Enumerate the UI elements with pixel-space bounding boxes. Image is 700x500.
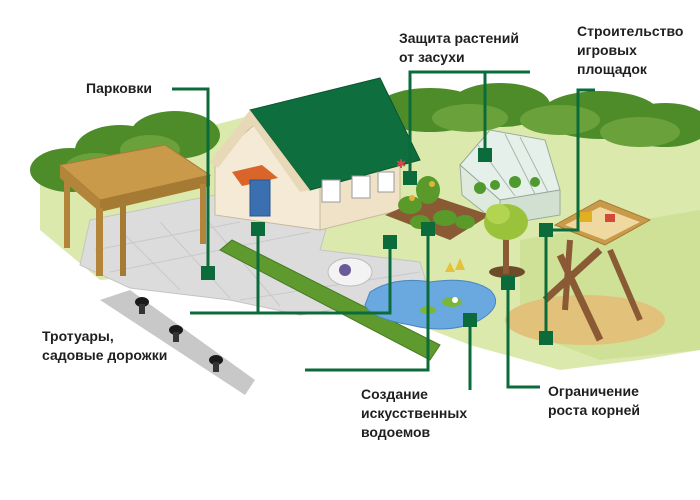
house: ✱ (210, 78, 420, 230)
marker-playground-2 (539, 331, 553, 345)
label-roots-line-2: роста корней (548, 401, 640, 420)
window (352, 176, 370, 198)
label-parking: Парковки (86, 79, 152, 98)
label-playground-line-3: площадок (577, 60, 683, 79)
label-ponds-line-2: искусственных (361, 404, 467, 423)
marker-drought (403, 171, 417, 185)
label-roots-line-1: Ограничение (548, 382, 640, 401)
label-parking-line: Парковки (86, 79, 152, 98)
marker-paths (251, 222, 265, 236)
marker-paths-2 (383, 235, 397, 249)
label-drought-line-1: Защита растений (399, 29, 519, 48)
label-roots: Ограничение роста корней (548, 382, 640, 420)
marker-drought-2 (478, 148, 492, 162)
label-ponds-line-1: Создание (361, 385, 467, 404)
label-paths: Тротуары, садовые дорожки (42, 327, 167, 365)
marker-drought-3 (421, 222, 435, 236)
window (322, 180, 340, 202)
marker-parking (201, 266, 215, 280)
label-paths-line-2: садовые дорожки (42, 346, 167, 365)
marker-ponds (463, 313, 477, 327)
label-playground: Строительство игровых площадок (577, 22, 683, 79)
window (378, 172, 394, 192)
label-drought-line-2: от засухи (399, 48, 519, 67)
marker-roots (501, 276, 515, 290)
plant-bag (328, 258, 372, 286)
door (250, 180, 270, 216)
label-ponds-line-3: водоемов (361, 423, 467, 442)
label-paths-line-1: Тротуары, (42, 327, 167, 346)
flower-mark: ✱ (396, 157, 406, 171)
label-playground-line-2: игровых (577, 41, 683, 60)
label-drought: Защита растений от засухи (399, 29, 519, 67)
marker-playground (539, 223, 553, 237)
label-ponds: Создание искусственных водоемов (361, 385, 467, 442)
label-playground-line-1: Строительство (577, 22, 683, 41)
